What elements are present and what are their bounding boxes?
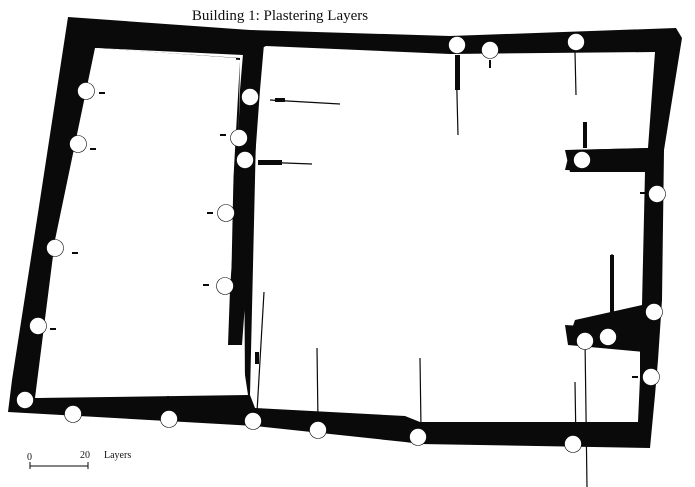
sample-point xyxy=(448,36,466,54)
sample-point xyxy=(46,239,64,257)
sample-point xyxy=(409,428,427,446)
partition-wall xyxy=(228,42,264,345)
sample-point xyxy=(236,151,254,169)
sample-point xyxy=(648,185,666,203)
sample-point xyxy=(216,277,234,295)
sample-point xyxy=(69,135,87,153)
section-bars xyxy=(255,55,614,364)
sample-point xyxy=(244,412,262,430)
scale-bar xyxy=(29,462,89,469)
sample-point xyxy=(645,303,663,321)
sample-point xyxy=(16,391,34,409)
sample-point xyxy=(29,317,47,335)
sample-point xyxy=(573,151,591,169)
sample-point xyxy=(64,405,82,423)
diagram-title: Building 1: Plastering Layers xyxy=(191,8,369,24)
sample-point xyxy=(217,204,235,222)
sample-point xyxy=(230,129,248,147)
sample-point xyxy=(160,410,178,428)
sample-point xyxy=(642,368,660,386)
sample-point xyxy=(309,421,327,439)
sample-point xyxy=(241,88,259,106)
sample-point xyxy=(599,328,617,346)
scale-end-label: 20 xyxy=(80,450,90,461)
room-main xyxy=(250,46,655,422)
sample-point xyxy=(564,435,582,453)
scale-start-label: 0 xyxy=(27,452,32,463)
sample-point xyxy=(481,41,499,59)
sample-point xyxy=(77,82,95,100)
sample-point xyxy=(576,332,594,350)
sample-point xyxy=(567,33,585,51)
room-left xyxy=(36,48,248,398)
scale-unit-label: Layers xyxy=(104,450,132,461)
sample-ticks xyxy=(35,60,646,406)
wall-bump xyxy=(395,421,420,430)
